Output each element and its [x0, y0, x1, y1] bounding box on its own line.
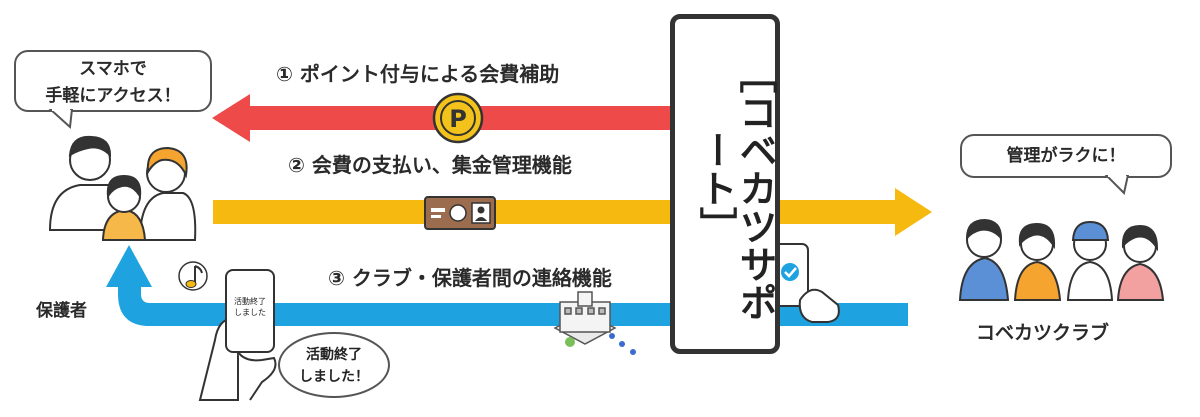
club-label: コベカツクラブ: [976, 322, 1110, 344]
parents-label: 保護者: [36, 301, 87, 321]
parents-illustration: [48, 135, 197, 241]
phone-screen-line1: 活動終了: [234, 297, 266, 306]
left-bubble-tail: [48, 109, 74, 130]
svg-text:P: P: [449, 105, 467, 133]
left-bubble-line1: スマホで: [79, 59, 147, 79]
feature-label-1: ① ポイント付与による会費補助: [276, 62, 560, 86]
left-bubble-line2: 手軽にアクセス！: [45, 86, 181, 106]
right-speech-bubble: 管理がラクに！: [960, 134, 1172, 178]
center-title: ［コベカツサポート］: [693, 55, 777, 321]
phone-notification-bubble: 活動終了 しました！: [278, 332, 390, 398]
phone-bubble-line2: しました！: [299, 369, 369, 385]
feature-label-3: ③ クラブ・保護者間の連絡機能: [328, 266, 612, 290]
club-members-illustration: [958, 218, 1165, 301]
center-service-box: ［コベカツサポート］: [670, 14, 780, 354]
card-reader-icon: [424, 196, 496, 230]
school-building-icon: [553, 291, 636, 355]
right-bubble-tail: [1104, 175, 1130, 195]
music-note-icon: [178, 261, 208, 291]
phone-screen-text: 活動終了 しました: [226, 296, 274, 318]
arrow-feature-2: [213, 188, 932, 236]
feature-label-2: ② 会費の支払い、集金管理機能: [288, 153, 572, 177]
phone-hand-illustration: [198, 269, 277, 401]
point-coin-icon: P: [432, 92, 484, 144]
left-speech-bubble: スマホで 手軽にアクセス！: [14, 50, 212, 112]
phone-bubble-line1: 活動終了: [306, 347, 362, 363]
phone-screen-line2: しました: [234, 308, 266, 317]
